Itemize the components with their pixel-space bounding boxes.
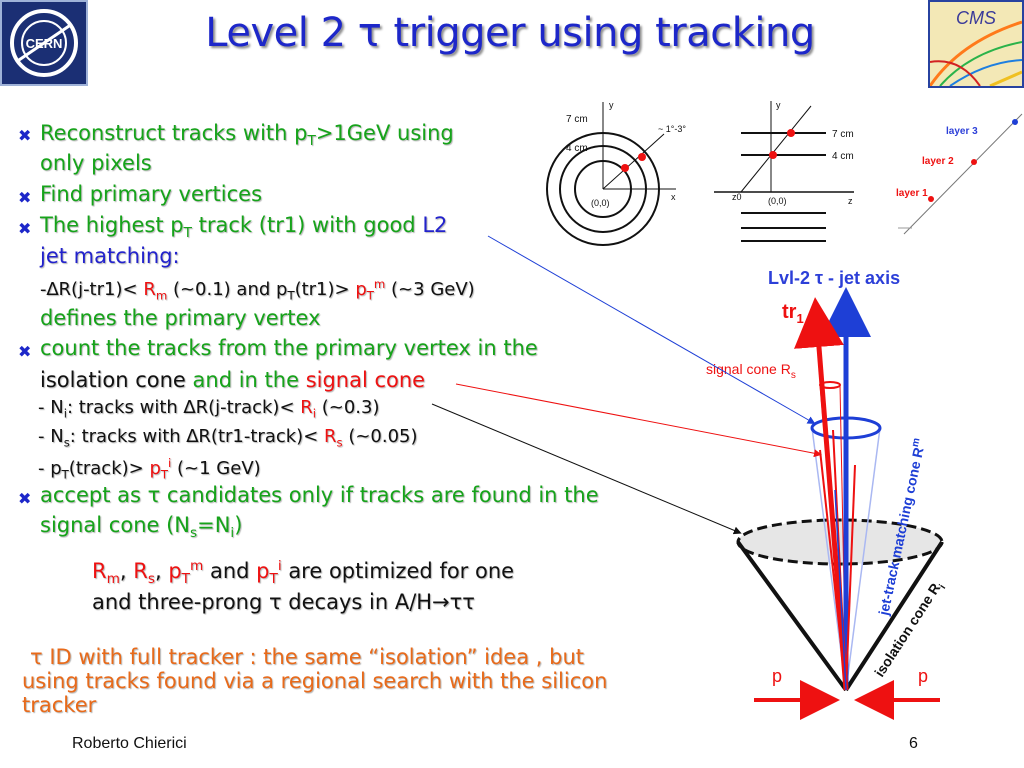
footer-author: Roberto Chierici — [72, 735, 187, 752]
bullet-icon: ✖ — [18, 126, 32, 145]
label-y-b: y — [776, 100, 781, 110]
bullet-3-line-1: The highest pT track (tr1) with good L2 — [40, 213, 448, 242]
layer3-label: layer 3 — [946, 126, 978, 137]
conclusion-line-1: τ ID with full tracker : the same “isola… — [30, 645, 584, 669]
bullet-1-line-1: Reconstruct tracks with pT>1GeV using — [40, 121, 454, 150]
bullet-4-ns: - Ns: tracks with ∆R(tr1-track)< Rs (~0.… — [38, 426, 418, 450]
cms-logo-text: CMS — [956, 8, 996, 28]
cern-logo: CERN — [0, 0, 88, 86]
hit-point — [638, 153, 646, 161]
bullet-5-line-2: signal cone (Ns=Ni) — [40, 513, 243, 542]
label-z: z — [848, 196, 853, 206]
label-origin-b: (0,0) — [768, 196, 787, 206]
tr1-label: tr1 — [782, 301, 804, 326]
p-left-label: p — [772, 666, 782, 686]
label-7cm: 7 cm — [566, 114, 588, 125]
bullet-icon: ✖ — [18, 342, 32, 361]
hit-point — [1012, 119, 1018, 125]
bullet-2: Find primary vertices — [40, 182, 263, 206]
label-4cm: 4 cm — [566, 143, 588, 154]
label-4cm-b: 4 cm — [832, 151, 854, 162]
page-number: 6 — [909, 735, 918, 752]
label-angle: ~ 1°-3° — [658, 124, 686, 134]
cms-logo-icon: CMS — [930, 2, 1022, 86]
bullet-4-line-1: count the tracks from the primary vertex… — [40, 336, 538, 360]
bullet-icon: ✖ — [18, 489, 32, 508]
pixel-layers-diagram: 7 cm 4 cm y x (0,0) ~ 1°-3° y 7 cm 4 cm … — [546, 100, 1023, 246]
jet-axis-label: Lvl-2 τ - jet axis — [768, 268, 900, 288]
bullet-icon: ✖ — [18, 219, 32, 238]
bullet-1-line-2: only pixels — [40, 151, 152, 175]
optimization-note-line-2: and three-prong τ decays in A/H→ττ — [92, 590, 475, 614]
cms-logo: CMS — [928, 0, 1024, 88]
bullet-4-line-2: isolation cone and in the signal cone — [40, 368, 426, 392]
label-x: x — [671, 192, 676, 202]
hit-point — [621, 164, 629, 172]
conclusion-line-2: using tracks found via a regional search… — [22, 669, 608, 693]
cern-logo-icon: CERN — [10, 9, 78, 77]
p-right-label: p — [918, 666, 928, 686]
hit-point — [971, 159, 977, 165]
layer1-label: layer 1 — [896, 188, 928, 199]
bullet-5-line-1: accept as τ candidates only if tracks ar… — [40, 483, 599, 507]
bullet-3-line-2: jet matching: — [40, 244, 180, 268]
slide-title: Level 2 τ trigger using tracking — [205, 10, 815, 56]
conclusion-line-3: tracker — [22, 693, 97, 717]
layer2-label: layer 2 — [922, 156, 954, 167]
label-7cm-b: 7 cm — [832, 129, 854, 140]
bullet-3-line-4: defines the primary vertex — [40, 306, 321, 330]
cern-logo-text: CERN — [26, 36, 63, 51]
label-origin: (0,0) — [591, 198, 610, 208]
label-z0: z0 — [732, 192, 742, 202]
tr1-arrow — [794, 297, 849, 691]
bullet-4-ni: - Ni: tracks with ∆R(j-track)< Ri (~0.3) — [38, 397, 380, 421]
bullet-icon: ✖ — [18, 188, 32, 207]
optimization-note-line-1: Rm, Rs, pTm and pTi are optimized for on… — [92, 558, 515, 588]
cone-diagram: Lvl-2 τ - jet axis tr1 signal cone Rs je… — [706, 268, 948, 720]
label-y: y — [609, 100, 614, 110]
bullet-3-condition: -∆R(j-tr1)< Rm (~0.1) and pT(tr1)> pTm (… — [40, 277, 475, 303]
hit-point — [928, 196, 934, 202]
bullet-4-pt: - pT(track)> pTi (~1 GeV) — [38, 456, 261, 482]
hit-point — [769, 151, 777, 159]
hit-point — [787, 129, 795, 137]
